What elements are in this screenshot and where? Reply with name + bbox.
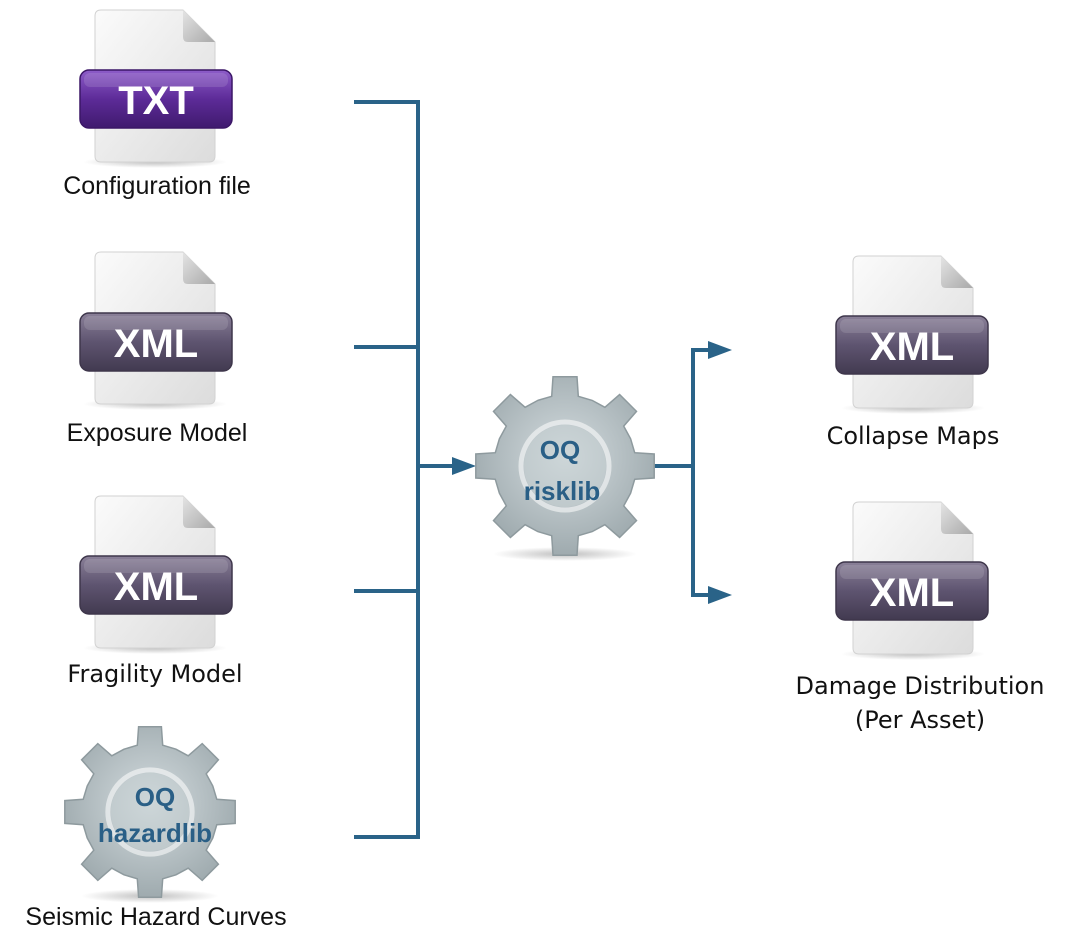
txt-badge	[79, 69, 233, 129]
xml-badge	[79, 555, 233, 615]
damage-label-line1: Damage Distribution	[796, 672, 1045, 700]
damage-file-node: XML Damage Distribution (Per Asset)	[796, 501, 1045, 734]
arrow-head	[708, 586, 732, 604]
exposure-label: Exposure Model	[67, 419, 248, 447]
damage-label-line2: (Per Asset)	[855, 706, 985, 734]
arrow-head	[452, 457, 476, 475]
xml-badge	[835, 561, 989, 621]
risklib-line2: risklib	[524, 476, 601, 506]
exposure-file-node: XML Exposure Model	[67, 251, 248, 447]
arrow-head	[708, 341, 732, 359]
collapse-label: Collapse Maps	[827, 422, 1000, 450]
gear-icon	[475, 376, 655, 561]
fragility-file-node: XML Fragility Model	[67, 495, 243, 688]
collapse-file-node: XML Collapse Maps	[827, 255, 1000, 450]
damage-badge-text: XML	[870, 571, 954, 615]
hazard-label: Seismic Hazard Curves	[25, 903, 286, 931]
collapse-badge-text: XML	[870, 325, 954, 369]
xml-badge	[835, 315, 989, 375]
gear-icon	[64, 726, 236, 903]
config-label: Configuration file	[63, 172, 251, 200]
risklib-line1: OQ	[540, 435, 580, 465]
exposure-badge-text: XML	[114, 322, 198, 366]
hazardlib-line1: OQ	[135, 782, 175, 812]
risklib-engine-node: OQ risklib	[475, 376, 655, 561]
hazardlib-node: OQ hazardlib Seismic Hazard Curves	[25, 726, 287, 931]
config-badge-text: TXT	[118, 79, 194, 123]
fragility-badge-text: XML	[114, 565, 198, 609]
hazardlib-line2: hazardlib	[98, 818, 212, 848]
config-file-node: TXT Configuration file	[63, 9, 251, 200]
connector-lines	[354, 100, 714, 839]
xml-badge	[79, 312, 233, 372]
fragility-label: Fragility Model	[67, 660, 242, 688]
